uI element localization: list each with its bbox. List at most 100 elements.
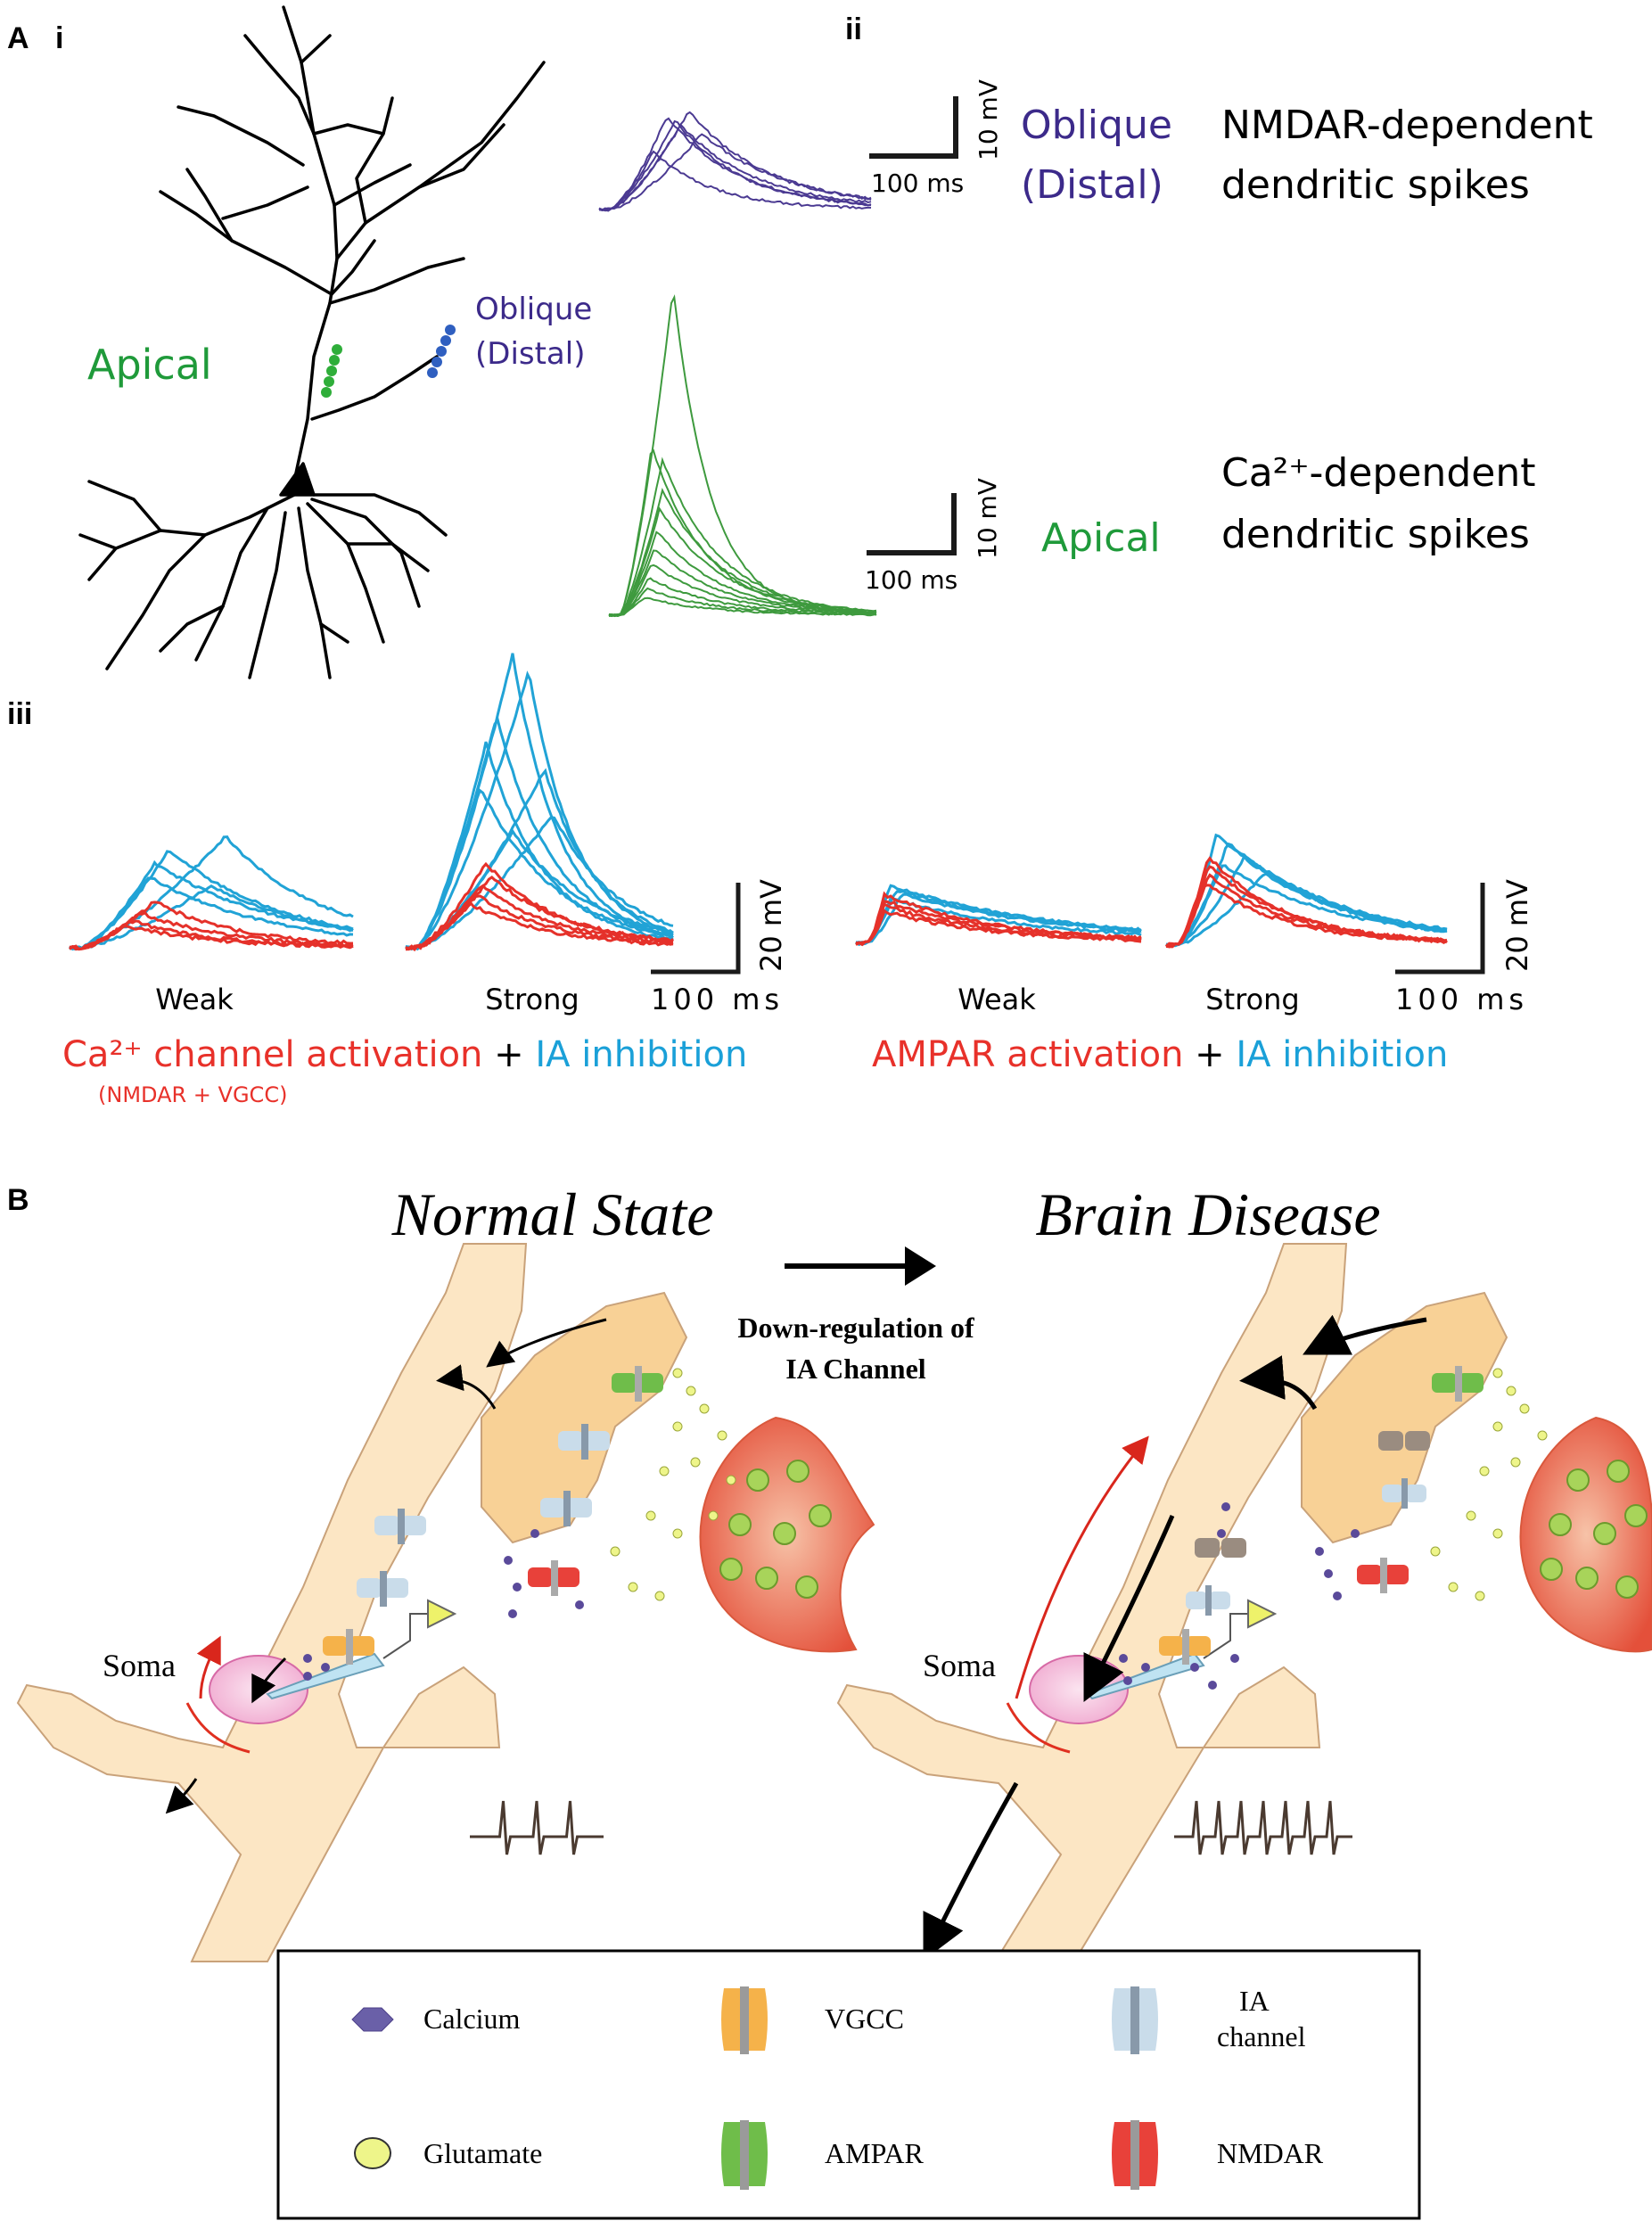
disease-vesicles <box>1540 1460 1648 1599</box>
iii-right-strong-trace-1 <box>1165 842 1448 948</box>
legend-calcium: Calcium <box>423 2003 521 2035</box>
oblique-scale-voltage: 10 mV <box>974 79 1003 160</box>
normal-vgcc-channel <box>323 1629 374 1665</box>
left-caption-red: Ca²⁺ channel activation <box>62 1034 482 1075</box>
left-scale-bar <box>651 883 741 975</box>
iii-right-strong-trace-3 <box>1165 884 1448 949</box>
right-scale-bar <box>1395 883 1485 975</box>
right-weak-label: Weak <box>958 983 1036 1016</box>
panel-label-ii: ii <box>845 12 862 46</box>
left-caption-blue: IA inhibition <box>535 1034 747 1075</box>
normal-ia-channel <box>357 1424 610 1607</box>
iii-left-strong-trace-6 <box>405 815 674 951</box>
legend-ampar: AMPAR <box>825 2137 925 2169</box>
legend: Calcium VGCC IA channel Glutamate AMPAR … <box>276 1949 1421 2220</box>
apical-traces-trace-6 <box>608 549 877 617</box>
iii-left-strong-trace-2 <box>405 717 674 950</box>
right-caption-blue: IA inhibition <box>1236 1034 1448 1075</box>
disease-spike-train <box>1174 1800 1352 1855</box>
normal-ampar-channel <box>612 1366 663 1402</box>
normal-pipette-wire <box>382 1613 428 1659</box>
normal-spine <box>481 1291 688 1544</box>
right-caption: AMPAR activation + IA inhibition <box>872 1034 1448 1075</box>
disease-soma-edge <box>1006 1702 1071 1754</box>
left-strong-traces <box>405 653 675 952</box>
oblique-traces-trace-5 <box>598 119 872 212</box>
right-strong-traces <box>1164 833 1448 949</box>
oblique-trace-distal-label: (Distal) <box>1021 162 1163 208</box>
iii-right-weak-trace-3 <box>855 909 1142 946</box>
iii-right-weak-trace-2 <box>855 902 1142 944</box>
normal-soma-edge <box>185 1702 251 1754</box>
oblique-scale-bar <box>869 96 958 159</box>
legend-vgcc: VGCC <box>825 2003 904 2035</box>
normal-soma-label: Soma <box>103 1648 176 1683</box>
legend-nmdar: NMDAR <box>1217 2137 1324 2169</box>
neuron-morphology <box>78 5 546 679</box>
normal-neuron <box>16 1243 875 1962</box>
apical-scale-time: 100 ms <box>865 565 958 595</box>
disease-soma-label: Soma <box>923 1648 996 1683</box>
disease-vgcc-channel <box>1159 1629 1211 1665</box>
legend-box <box>276 1949 1421 2220</box>
disease-pipette-wire <box>1203 1613 1248 1659</box>
disease-neuron <box>836 1243 1652 2132</box>
iii-right-strong-trace-4 <box>1165 872 1448 947</box>
legend-ia-1: IA <box>1239 1985 1270 2017</box>
oblique-trace-label: Oblique <box>1021 103 1172 148</box>
left-strong-label: Strong <box>485 983 579 1016</box>
legend-glutamate: Glutamate <box>423 2137 542 2169</box>
apical-traces-trace-7 <box>608 563 877 618</box>
nmdar-spike-desc-1: NMDAR-dependent <box>1221 103 1593 148</box>
oblique-distal-label: (Distal) <box>475 336 585 372</box>
right-strong-label: Strong <box>1205 983 1299 1016</box>
disease-soma-arrow <box>1083 1514 1175 1702</box>
normal-nmdar-channel <box>528 1560 579 1596</box>
apical-scale-voltage: 10 mV <box>973 478 1002 559</box>
oblique-scale-time: 100 ms <box>871 169 964 198</box>
ca-spike-desc-1: Ca²⁺-dependent <box>1221 450 1535 496</box>
left-caption: Ca²⁺ channel activation + IA inhibition <box>62 1034 747 1075</box>
disease-amplifier-icon <box>1247 1599 1278 1629</box>
oblique-label: Oblique <box>475 292 592 327</box>
apical-label: Apical <box>87 341 212 389</box>
left-weak-label: Weak <box>155 983 234 1016</box>
iii-right-weak-trace-2 <box>855 892 1142 946</box>
iii-left-weak-trace-4 <box>69 884 354 950</box>
glutamate-icon <box>354 2137 391 2169</box>
ampar-icon <box>721 2120 768 2190</box>
right-scale-time: 100 ms <box>1395 983 1528 1016</box>
disease-nmdar-channel <box>1357 1558 1409 1593</box>
iii-right-strong-trace-2 <box>1165 873 1448 949</box>
ca-spike-desc-2: dendritic spikes <box>1221 512 1530 557</box>
normal-signal-arrow-1 <box>486 1318 607 1368</box>
disease-calcium-dots <box>1119 1502 1360 1690</box>
apical-trace-label: Apical <box>1041 515 1161 561</box>
oblique-traces-trace-1 <box>598 117 872 211</box>
nmdar-icon <box>1112 2120 1158 2190</box>
iii-left-weak-trace-1 <box>69 910 354 950</box>
panel-label-A: A <box>7 21 29 55</box>
disease-backprop-arrow <box>1015 1435 1149 1699</box>
normal-glutamate-dots <box>610 1368 736 1601</box>
oblique-recording-site <box>427 325 456 378</box>
left-weak-traces <box>69 835 354 951</box>
disease-glutamate-dots <box>1430 1368 1548 1601</box>
apical-recording-site <box>321 344 342 398</box>
disease-ia-channel <box>1186 1431 1430 1616</box>
ia-channel-icon <box>1112 1986 1158 2054</box>
disease-spine <box>1301 1291 1508 1544</box>
right-caption-plus: + <box>1183 1034 1236 1075</box>
vgcc-icon <box>721 1986 768 2054</box>
normal-dendrite-body <box>16 1243 528 1962</box>
panel-label-i: i <box>55 21 63 55</box>
transition-arrowhead <box>905 1246 936 1286</box>
left-caption-sub: (NMDAR + VGCC) <box>98 1082 287 1107</box>
disease-axon-arrow <box>923 1781 1019 1961</box>
iii-right-strong-trace-2 <box>1165 854 1448 947</box>
panel-label-B: B <box>7 1183 29 1217</box>
left-caption-plus: + <box>482 1034 535 1075</box>
iii-left-weak-trace-3 <box>69 925 354 950</box>
apical-scale-bar <box>867 493 957 555</box>
